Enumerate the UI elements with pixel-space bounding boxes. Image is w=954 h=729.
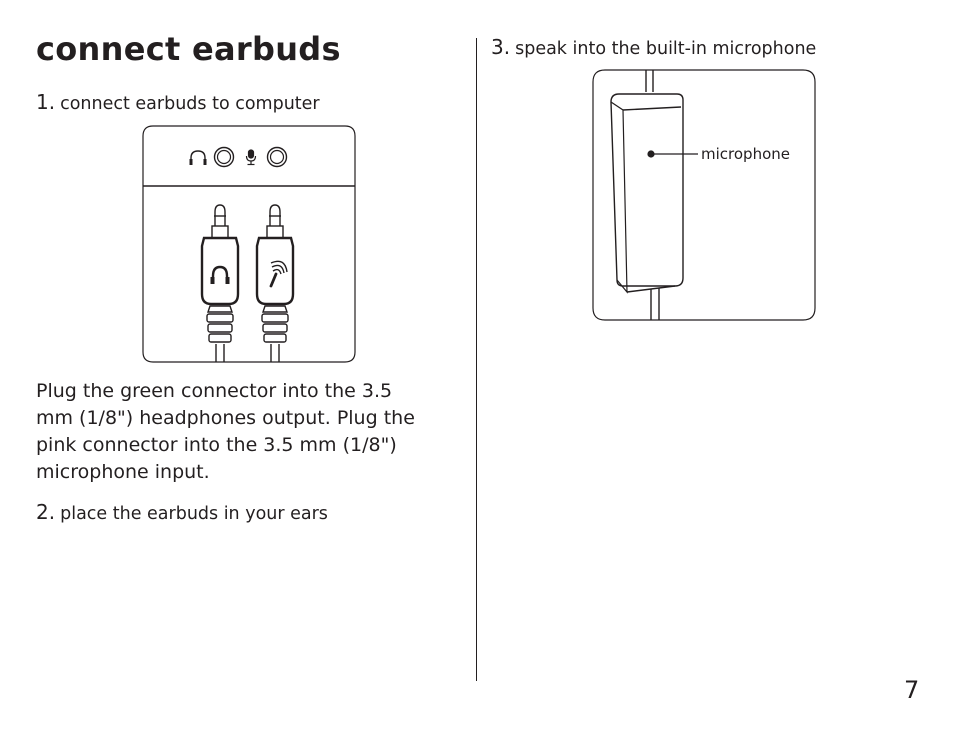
column-divider — [476, 38, 478, 681]
headphone-port-icon — [189, 150, 207, 165]
step-3: 3.speak into the built-in microphone — [491, 35, 816, 59]
microphone-remote — [610, 70, 684, 320]
step-2-number: 2. — [36, 500, 56, 524]
step-1-text: connect earbuds to computer — [60, 94, 320, 114]
inline-microphone-illustration: microphone — [592, 69, 816, 321]
step-2: 2.place the earbuds in your ears — [36, 500, 328, 524]
microphone-plug — [255, 204, 295, 362]
step-1-number: 1. — [36, 90, 56, 114]
step-2-text: place the earbuds in your ears — [60, 504, 328, 524]
plug-microphone-icon — [269, 260, 288, 288]
connector-illustration — [142, 125, 356, 363]
headphone-jack — [213, 146, 235, 168]
plug-headphones-icon — [210, 265, 230, 284]
microphone-hole-icon — [647, 150, 698, 158]
step-1: 1.connect earbuds to computer — [36, 90, 320, 114]
page-number: 7 — [904, 676, 920, 704]
microphone-callout-label: microphone — [701, 145, 790, 163]
headphone-plug — [200, 204, 240, 362]
microphone-port-icon — [245, 149, 257, 166]
microphone-jack — [266, 146, 288, 168]
page-title: connect earbuds — [36, 30, 341, 68]
step-3-text: speak into the built-in microphone — [515, 39, 817, 59]
instructions-paragraph: Plug the green connector into the 3.5 mm… — [36, 380, 415, 483]
step-3-number: 3. — [491, 35, 511, 59]
